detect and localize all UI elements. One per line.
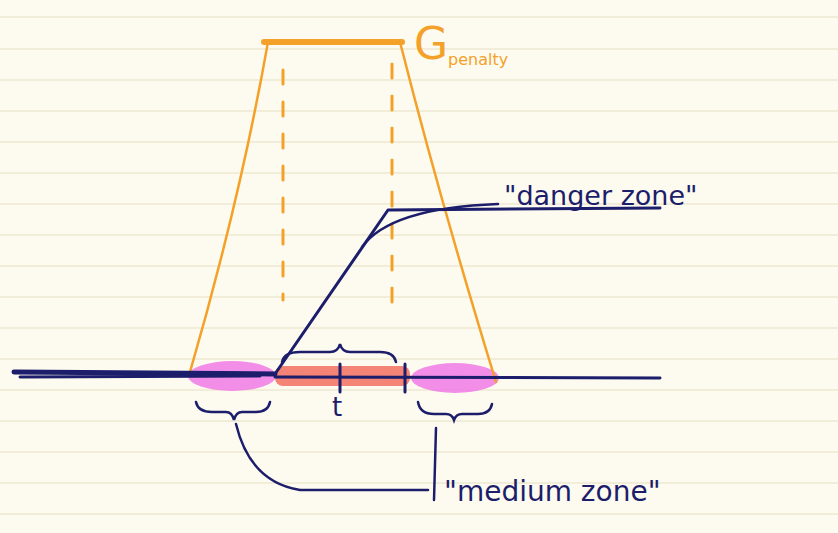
time-label: t: [332, 394, 342, 420]
zone-label: "medium zone": [444, 478, 661, 506]
penalty-curve: [14, 208, 660, 392]
brace: [196, 344, 492, 420]
penalty-trapezoid: [190, 42, 496, 382]
paper-lines: [0, 17, 838, 514]
leader-line: [236, 204, 498, 500]
penalty-symbol: G: [414, 22, 448, 66]
zone-label: "danger zone": [504, 182, 697, 209]
penalty-subscript: penalty: [448, 52, 508, 68]
